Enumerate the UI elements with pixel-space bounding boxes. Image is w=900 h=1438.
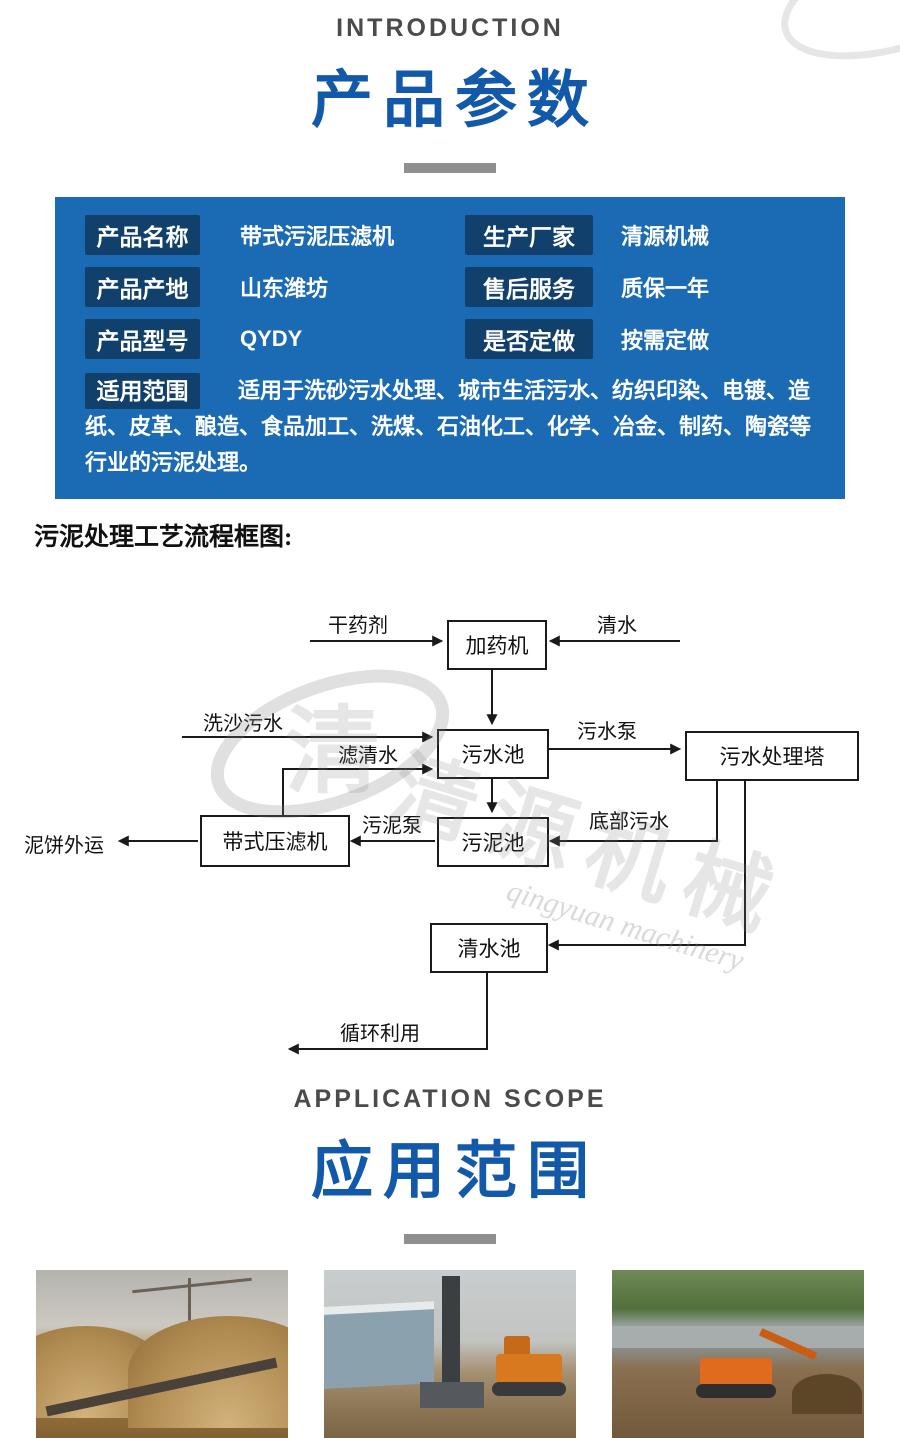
flow-label-mud-cake-out: 泥饼外运: [24, 835, 104, 857]
photo-piling-site: [324, 1270, 576, 1438]
excavator-body-shape: [496, 1354, 562, 1384]
embankment-wall-shape: [612, 1326, 864, 1348]
flow-node-sludge-pool: 污泥池: [437, 817, 549, 867]
photo-sand-washing-site: [36, 1270, 288, 1438]
arrow-bottom-sewage-to-sludge-pool: [548, 779, 718, 847]
spec-label-product-name: 产品名称: [85, 215, 200, 255]
photo-river-dredging: [612, 1270, 864, 1438]
spec-value-customizable: 按需定做: [621, 328, 710, 353]
spec-label-customizable: 是否定做: [465, 319, 593, 359]
flow-label-sand-washing-sewage: 洗沙污水: [203, 713, 283, 735]
flow-label-sewage-pump: 污水泵: [577, 721, 637, 743]
spec-label-manufacturer: 生产厂家: [465, 215, 593, 255]
spec-row-1: 产品名称 带式污泥压滤机 生产厂家 清源机械: [85, 215, 815, 255]
spec-row-2: 产品产地 山东潍坊 售后服务 质保一年: [85, 267, 815, 307]
excavator-cab-shape: [504, 1336, 530, 1358]
sludge-process-flow-diagram: 加药机 污水池 污水处理塔 污泥池 带式压滤机 清水池 干药剂 清水 洗沙污水 …: [0, 579, 900, 1079]
introduction-header: INTRODUCTION 产品参数: [0, 0, 900, 173]
divider-bar: [404, 163, 496, 173]
divider-bar: [404, 1234, 496, 1244]
spec-label-origin: 产品产地: [85, 267, 200, 307]
arrow-tower-to-clean-pool: [547, 779, 746, 951]
dredged-mud-mound-shape: [792, 1374, 862, 1414]
excavator-body-shape: [700, 1358, 772, 1386]
flow-node-dosing-machine: 加药机: [447, 620, 547, 670]
spec-value-manufacturer: 清源机械: [621, 224, 710, 249]
excavator-track-shape: [696, 1384, 776, 1398]
spec-value-origin: 山东潍坊: [240, 276, 329, 301]
spec-value-scope: 适用于洗砂污水处理、城市生活污水、纺织印染、电镀、造纸、皮革、酿造、食品加工、洗…: [85, 378, 812, 475]
application-photos-row: [0, 1270, 900, 1438]
flow-node-clean-water-pool: 清水池: [430, 923, 548, 973]
shed-shape: [324, 1301, 434, 1389]
pile-driver-base-shape: [420, 1382, 484, 1408]
arrow-filtered-water-to-sewage-pool: [282, 763, 434, 815]
flow-label-bottom-sewage: 底部污水: [589, 811, 669, 833]
introduction-eyebrow: INTRODUCTION: [336, 14, 564, 42]
product-parameters-title: 产品参数: [310, 66, 599, 135]
flow-label-clean-water: 清水: [597, 615, 637, 637]
spec-label-aftersales: 售后服务: [465, 267, 593, 307]
flow-label-filtered-water: 滤清水: [338, 745, 398, 767]
spec-row-scope: 适用范围适用于洗砂污水处理、城市生活污水、纺织印染、电镀、造纸、皮革、酿造、食品…: [85, 373, 815, 481]
excavator-track-shape: [492, 1382, 566, 1396]
spec-label-scope: 适用范围: [85, 373, 200, 409]
flow-node-sewage-pool: 污水池: [437, 729, 549, 779]
flow-node-treatment-tower: 污水处理塔: [685, 731, 859, 781]
flow-diagram-heading: 污泥处理工艺流程框图:: [34, 524, 293, 551]
application-scope-title: 应用范围: [310, 1137, 599, 1206]
spec-table: 产品名称 带式污泥压滤机 生产厂家 清源机械 产品产地 山东潍坊 售后服务 质保…: [55, 197, 845, 499]
flow-arrows-layer: [117, 635, 746, 1055]
crane-arm-shape: [132, 1277, 252, 1294]
flow-label-recycle-use: 循环利用: [340, 1023, 420, 1045]
flow-label-sludge-pump: 污泥泵: [362, 815, 422, 837]
spec-value-model: QYDY: [240, 326, 303, 351]
spec-value-product-name: 带式污泥压滤机: [240, 224, 395, 249]
application-scope-header: APPLICATION SCOPE 应用范围: [0, 1085, 900, 1244]
arrow-clean-pool-to-recycle: [287, 971, 488, 1055]
spec-row-3: 产品型号 QYDY 是否定做 按需定做: [85, 319, 815, 359]
spec-label-model: 产品型号: [85, 319, 200, 359]
pile-driver-mast-shape: [442, 1276, 460, 1394]
spec-value-aftersales: 质保一年: [621, 276, 710, 301]
flow-label-dry-agent: 干药剂: [328, 615, 388, 637]
application-eyebrow: APPLICATION SCOPE: [293, 1085, 607, 1113]
corner-watermark-arc: [781, 0, 900, 60]
flow-node-belt-filter-press: 带式压滤机: [200, 815, 350, 867]
